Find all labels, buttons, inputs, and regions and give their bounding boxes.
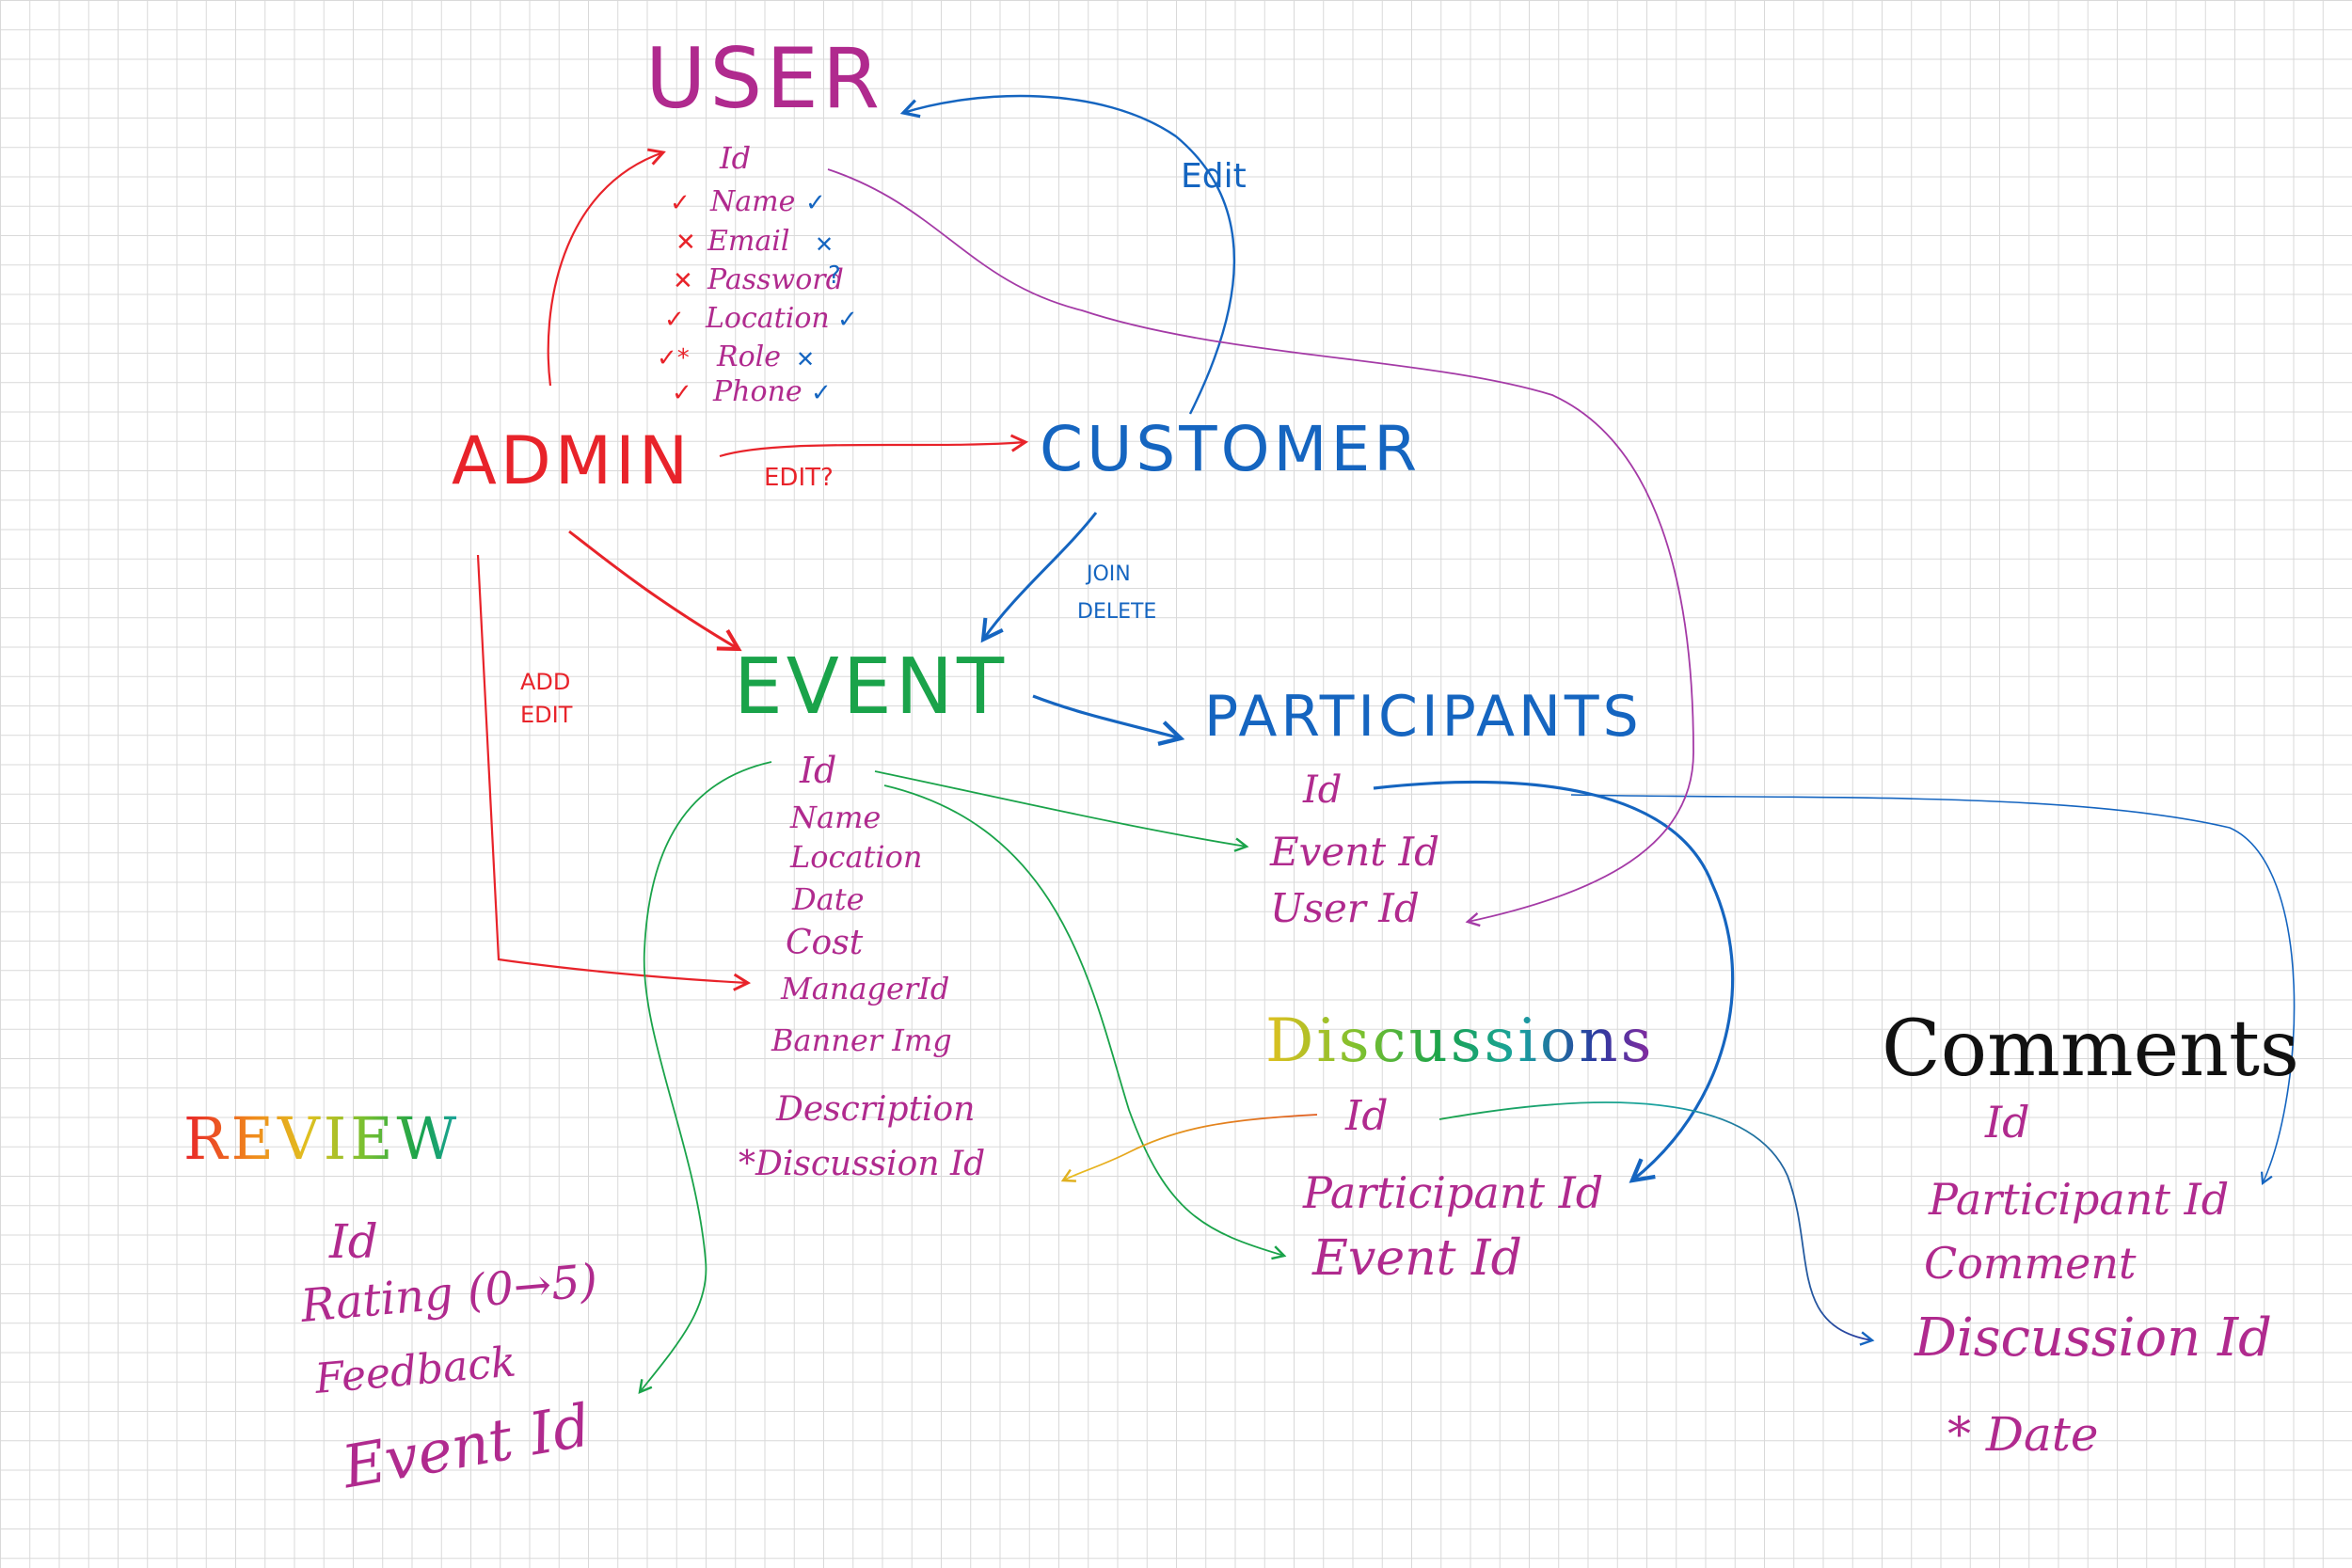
arrow-admin-to-event-manager	[476, 554, 752, 991]
discussions-field-participantid: Participant Id	[1303, 1167, 1604, 1218]
comments-field-participantid: Participant Id	[1929, 1174, 2230, 1225]
arrow-event-to-review-event	[638, 761, 772, 1394]
discussions-field-eventid: Event Id	[1312, 1230, 1522, 1287]
user-left-mark-location: ✓	[664, 306, 685, 334]
arrow-event-to-participants	[1032, 694, 1185, 746]
user-left-mark-name: ✓	[670, 189, 691, 217]
comments-field-date: * Date	[1947, 1407, 2099, 1462]
comments-field-discussionid: Discussion Id	[1915, 1307, 2272, 1369]
event-field-location: Location	[790, 839, 923, 875]
user-field-role: Role	[717, 341, 781, 373]
arrow-event-to-participant-event	[874, 770, 1249, 852]
user-left-mark-phone: ✓	[672, 379, 692, 407]
review-entity-title: REVIEW	[183, 1104, 461, 1173]
admin-entity-title: ADMIN	[452, 422, 692, 499]
user-left-mark-role: ✓*	[657, 344, 690, 372]
event-field-name: Name	[790, 800, 882, 835]
comments-entity-title: Comments	[1882, 1005, 2299, 1094]
event-field-managerid: ManagerId	[781, 971, 950, 1006]
comments-field-comment: Comment	[1924, 1238, 2137, 1289]
event-field-id: Id	[800, 750, 837, 791]
user-right-mark-email: ✕	[815, 231, 834, 258]
review-field-eventid: Event Id	[337, 1390, 596, 1502]
arrow-user-to-participant-user	[827, 168, 1694, 927]
discussions-entity-title: Discussions	[1265, 1006, 1655, 1076]
review-field-id: Id	[329, 1214, 378, 1269]
arrow-discussion-to-event-discussion	[1060, 1114, 1318, 1182]
arrow-participant-to-comment-participant	[1570, 794, 2296, 1186]
event-field-description: Description	[776, 1090, 976, 1129]
arrow-admin-to-customer	[719, 434, 1029, 458]
event-entity-title: EVENT	[734, 642, 1009, 732]
arrow-event-to-discussion-event	[883, 784, 1287, 1260]
event-field-date: Date	[792, 881, 865, 917]
arrow-admin-to-user	[547, 148, 666, 387]
user-left-mark-password: ✕	[673, 267, 693, 295]
annotation-delete: DELETE	[1077, 600, 1157, 624]
user-field-email: Email	[707, 225, 790, 258]
participants-field-userid: User Id	[1270, 885, 1420, 931]
user-field-location: Location	[706, 302, 830, 335]
event-field-bannerimg: Banner Img	[771, 1022, 952, 1058]
participants-entity-title: PARTICIPANTS	[1204, 684, 1643, 750]
user-field-phone: Phone	[713, 375, 803, 408]
user-right-mark-location: ✓	[837, 306, 858, 334]
review-field-feedback: Feedback	[312, 1338, 518, 1403]
annotation-edit: EDIT	[520, 702, 573, 728]
customer-entity-title: CUSTOMER	[1040, 413, 1422, 485]
user-right-mark-name: ✓	[805, 189, 826, 217]
annotation-edit-user: Edit	[1181, 157, 1247, 196]
user-field-name: Name	[710, 185, 796, 218]
user-right-mark-role: ✕	[796, 346, 816, 372]
annotation-add: ADD	[520, 669, 571, 695]
annotation-join: JOIN	[1087, 562, 1131, 586]
user-field-password: Password	[707, 263, 844, 296]
discussions-field-id: Id	[1345, 1092, 1389, 1140]
event-field-discussionid: *Discussion Id	[739, 1145, 986, 1183]
arrow-discussion-to-comment-discussion	[1438, 1101, 1875, 1346]
user-field-id: Id	[720, 140, 752, 176]
participants-field-id: Id	[1303, 768, 1343, 812]
user-right-mark-phone: ✓	[811, 379, 832, 407]
comments-field-id: Id	[1985, 1097, 2030, 1148]
annotation-admin-customer-edit: EDIT?	[764, 464, 834, 492]
arrow-admin-to-event	[568, 530, 742, 652]
user-entity-title: USER	[645, 30, 884, 127]
event-field-cost: Cost	[786, 924, 864, 962]
participants-field-eventid: Event Id	[1270, 829, 1439, 875]
user-right-mark-password: ?	[828, 261, 841, 290]
user-left-mark-email: ✕	[675, 229, 696, 257]
arrow-customer-to-user	[899, 94, 1236, 415]
